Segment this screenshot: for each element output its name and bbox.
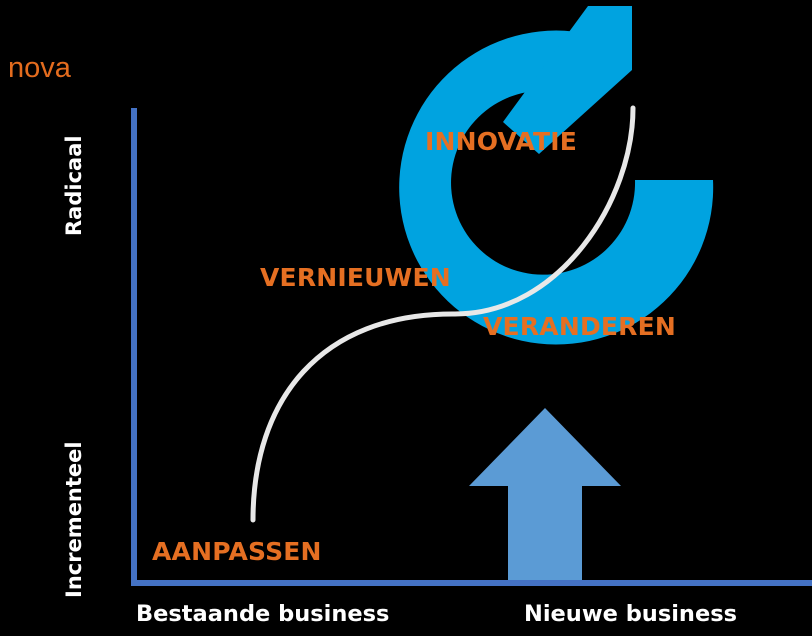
stage-label-innovatie: INNOVATIE [425,127,578,156]
x-axis-label-bestaande: Bestaande business [136,601,390,627]
stage-label-aanpassen: AANPASSEN [152,537,322,566]
up-arrow-icon [469,408,621,582]
brand-logo-text: nova [8,52,71,84]
x-axis-label-nieuwe: Nieuwe business [524,601,737,627]
y-axis [131,108,137,586]
y-axis-label-incrementeel: Incrementeel [62,441,86,598]
stage-label-vernieuwen: VERNIEUWEN [260,263,451,292]
stage-label-veranderen: VERANDEREN [483,312,677,341]
nova-ring-logo-icon [399,6,714,345]
x-axis [131,580,812,586]
s-curve [250,105,636,523]
y-axis-label-radicaal: Radicaal [62,135,86,236]
